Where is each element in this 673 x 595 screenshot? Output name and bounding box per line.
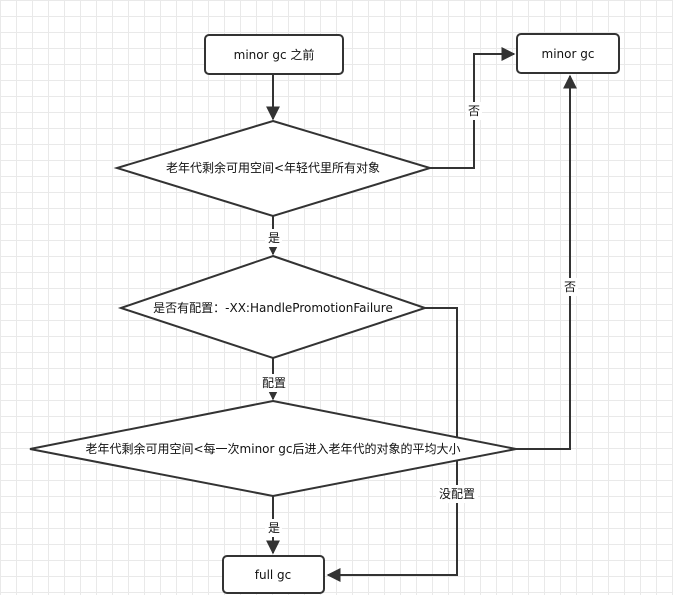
svg-text:是: 是 bbox=[268, 231, 280, 245]
decision-avg-label: 老年代剩余可用空间<每一次minor gc后进入老年代的对象的平均大小 bbox=[86, 441, 461, 456]
edge-label-yes-1: 是 bbox=[265, 229, 282, 247]
edge-label-configured: 配置 bbox=[260, 374, 288, 392]
decision-old-space: 老年代剩余可用空间<年轻代里所有对象 bbox=[113, 119, 434, 218]
svg-text:配置: 配置 bbox=[262, 376, 286, 390]
decision-config: 是否有配置：-XX:HandlePromotionFailure bbox=[117, 254, 429, 360]
edge-label-no-right: 否 bbox=[562, 278, 578, 296]
svg-text:否: 否 bbox=[564, 280, 576, 294]
node-full-gc-label: full gc bbox=[255, 568, 292, 582]
edge-label-yes-2: 是 bbox=[265, 519, 282, 537]
edge-decision3-to-minorgc bbox=[516, 74, 577, 450]
node-before-minor-gc: minor gc 之前 bbox=[204, 34, 344, 75]
decision-config-label: 是否有配置：-XX:HandlePromotionFailure bbox=[153, 301, 393, 315]
node-minor-gc-label: minor gc bbox=[542, 47, 595, 61]
node-minor-gc: minor gc bbox=[516, 33, 620, 74]
svg-text:是: 是 bbox=[268, 521, 280, 535]
svg-text:否: 否 bbox=[468, 104, 480, 118]
node-before-minor-gc-label: minor gc 之前 bbox=[234, 47, 315, 62]
edge-label-not-configured: 没配置 bbox=[436, 485, 478, 503]
edge-label-no-top: 否 bbox=[466, 102, 482, 120]
decision-old-space-label: 老年代剩余可用空间<年轻代里所有对象 bbox=[166, 160, 380, 175]
svg-text:没配置: 没配置 bbox=[439, 486, 475, 501]
decision-avg: 老年代剩余可用空间<每一次minor gc后进入老年代的对象的平均大小 bbox=[29, 399, 517, 498]
node-full-gc: full gc bbox=[222, 555, 325, 594]
